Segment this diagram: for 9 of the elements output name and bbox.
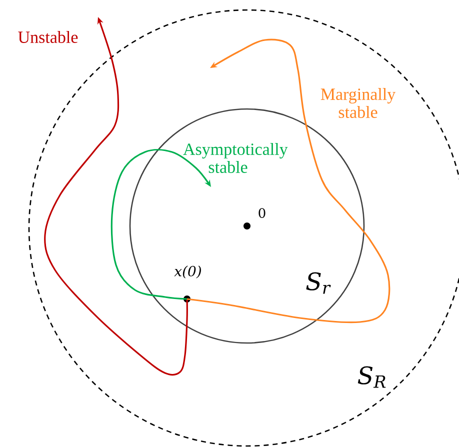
- trajectory-arrow: [186, 38, 390, 324]
- point-label: x(0): [174, 266, 201, 278]
- point-label: 0: [258, 208, 266, 218]
- trajectory-label: Marginally stable: [320, 88, 396, 118]
- trajectory-arrow: [110, 148, 211, 300]
- trajectory-label: Asymptotically stable: [183, 143, 288, 173]
- trajectory-label: Unstable: [18, 31, 78, 43]
- circle-label: S$_{R}$: [358, 366, 386, 388]
- circle-label: S$_{r}$: [306, 272, 331, 294]
